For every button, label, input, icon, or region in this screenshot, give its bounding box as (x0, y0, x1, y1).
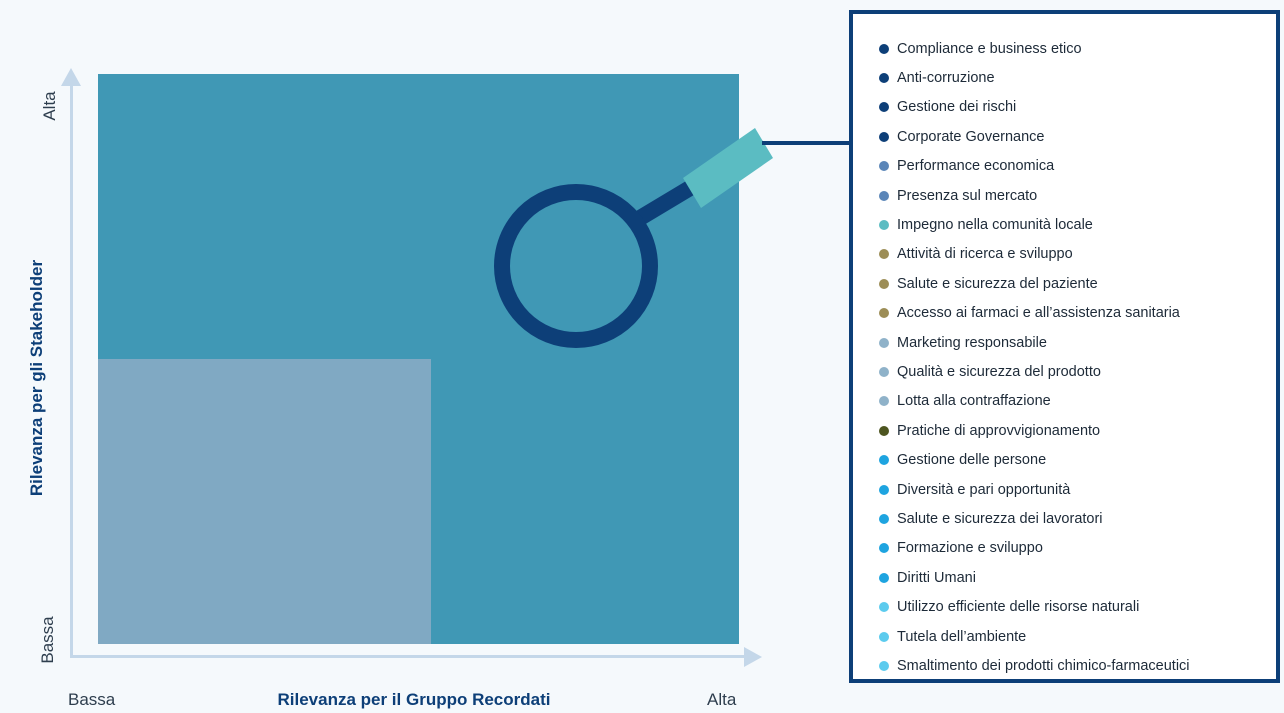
y-tick-high: Alta (40, 91, 59, 121)
legend-bullet-icon (879, 425, 889, 436)
matrix-low-relevance-area (98, 359, 431, 644)
legend-bullet-icon (879, 455, 889, 466)
legend-bullet-icon (879, 249, 889, 260)
legend-item-label: Pratiche di approvvigionamento (897, 422, 1101, 439)
legend-item: Accesso ai farmaci e all’assistenza sani… (879, 299, 1276, 328)
legend-bullet-icon (879, 543, 889, 554)
legend-bullet-icon (879, 631, 889, 642)
legend-connector-line (762, 141, 849, 145)
y-tick-low: Bassa (38, 616, 57, 664)
legend-item: Gestione delle persone (879, 445, 1276, 474)
legend-bullet-icon (879, 337, 889, 348)
x-tick-high: Alta (707, 690, 737, 709)
legend-item: Qualità e sicurezza del prodotto (879, 357, 1276, 386)
legend-bullet-icon (879, 73, 889, 84)
legend-item-label: Performance economica (897, 158, 1055, 175)
legend-bullet-icon (879, 190, 889, 201)
magnifier-icon (494, 128, 773, 348)
legend-item: Corporate Governance (879, 122, 1276, 151)
legend-item: Utilizzo efficiente delle risorse natura… (879, 592, 1276, 621)
legend-item-label: Diritti Umani (897, 569, 976, 586)
legend-item-label: Compliance e business etico (897, 40, 1082, 57)
legend-item-label: Formazione e sviluppo (897, 540, 1043, 557)
legend-item-label: Salute e sicurezza dei lavoratori (897, 510, 1103, 527)
legend-item-label: Accesso ai farmaci e all’assistenza sani… (897, 305, 1180, 322)
legend-bullet-icon (879, 161, 889, 172)
legend-item: Anti-corruzione (879, 63, 1276, 92)
legend-item: Salute e sicurezza dei lavoratori (879, 504, 1276, 533)
legend-item: Salute e sicurezza del paziente (879, 269, 1276, 298)
x-axis-title: Rilevanza per il Gruppo Recordati (277, 690, 551, 709)
y-axis-arrow-icon (61, 68, 81, 86)
legend-item: Attività di ricerca e sviluppo (879, 240, 1276, 269)
legend-item: Impegno nella comunità locale (879, 210, 1276, 239)
x-axis-line (70, 655, 746, 658)
legend-item-label: Utilizzo efficiente delle risorse natura… (897, 599, 1140, 616)
legend-item: Marketing responsabile (879, 328, 1276, 357)
legend-item-label: Salute e sicurezza del paziente (897, 275, 1098, 292)
legend-item-label: Tutela dell’ambiente (897, 628, 1027, 645)
legend-bullet-icon (879, 366, 889, 377)
legend-bullet-icon (879, 278, 889, 289)
legend-item: Performance economica (879, 152, 1276, 181)
legend-item-label: Lotta alla contraffazione (897, 393, 1051, 410)
legend-item-label: Attività di ricerca e sviluppo (897, 246, 1073, 263)
legend-item: Formazione e sviluppo (879, 534, 1276, 563)
legend-item-label: Marketing responsabile (897, 334, 1047, 351)
legend-item-label: Impegno nella comunità locale (897, 217, 1093, 234)
legend-item: Smaltimento dei prodotti chimico-farmace… (879, 651, 1276, 680)
legend-item: Tutela dell’ambiente (879, 622, 1276, 651)
legend-bullet-icon (879, 513, 889, 524)
legend-bullet-icon (879, 602, 889, 613)
legend-bullet-icon (879, 572, 889, 583)
legend-item: Pratiche di approvvigionamento (879, 416, 1276, 445)
legend-item-label: Corporate Governance (897, 128, 1045, 145)
legend-item-label: Presenza sul mercato (897, 187, 1038, 204)
legend-item-label: Diversità e pari opportunità (897, 481, 1071, 498)
legend-bullet-icon (879, 484, 889, 495)
legend-bullet-icon (879, 131, 889, 142)
legend-item: Gestione dei rischi (879, 93, 1276, 122)
magnifier-handle (683, 128, 773, 208)
legend-bullet-icon (879, 220, 889, 231)
y-axis-title: Rilevanza per gli Stakeholder (27, 259, 46, 497)
legend-item: Lotta alla contraffazione (879, 387, 1276, 416)
legend-item: Diritti Umani (879, 563, 1276, 592)
legend-item-label: Gestione delle persone (897, 452, 1047, 469)
legend-item-label: Gestione dei rischi (897, 99, 1017, 116)
legend-item-label: Smaltimento dei prodotti chimico-farmace… (897, 657, 1190, 674)
legend-item: Compliance e business etico (879, 34, 1276, 63)
x-axis-arrow-icon (744, 647, 762, 667)
legend-bullet-icon (879, 660, 889, 671)
legend-item: Presenza sul mercato (879, 181, 1276, 210)
y-axis-line (70, 84, 73, 658)
legend-item-label: Qualità e sicurezza del prodotto (897, 363, 1101, 380)
legend-bullet-icon (879, 43, 889, 54)
legend-bullet-icon (879, 102, 889, 113)
legend-item: Diversità e pari opportunità (879, 475, 1276, 504)
x-tick-low: Bassa (68, 690, 116, 709)
legend-bullet-icon (879, 396, 889, 407)
legend-item-label: Anti-corruzione (897, 70, 995, 87)
legend-bullet-icon (879, 308, 889, 319)
